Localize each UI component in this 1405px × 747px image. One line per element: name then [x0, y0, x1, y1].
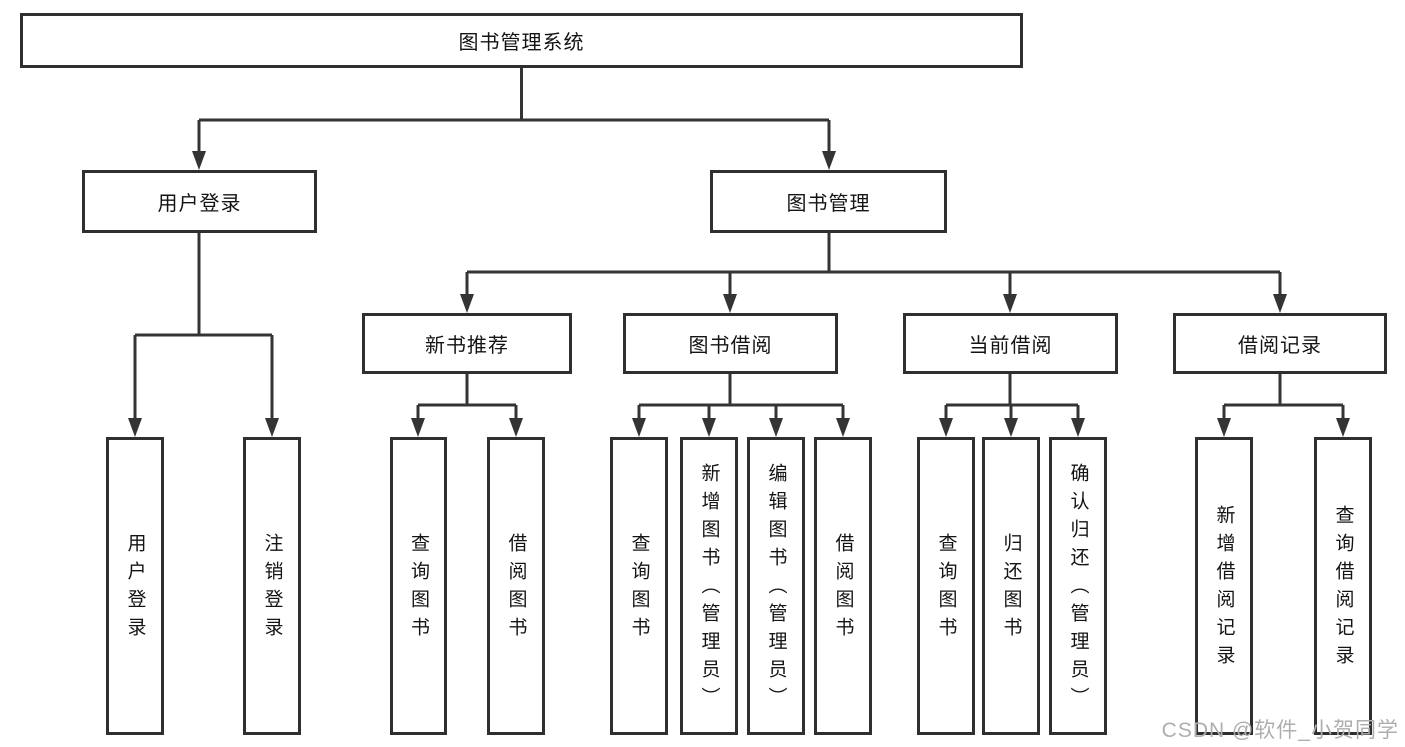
- leaf-add-books-admin: 新增图书（管理员）: [680, 437, 738, 735]
- connector-paths: [133, 68, 1345, 420]
- node-new-book-recommendation: 新书推荐: [362, 313, 572, 374]
- node-book-borrowing: 图书借阅: [623, 313, 838, 374]
- leaf-query-books-newbook: 查询图书: [390, 437, 447, 735]
- node-library-management-system: 图书管理系统: [20, 13, 1023, 68]
- node-borrowing-records: 借阅记录: [1173, 313, 1387, 374]
- leaf-user-login: 用户登录: [106, 437, 164, 735]
- leaf-borrow-books-newbook: 借阅图书: [487, 437, 545, 735]
- leaf-query-books-current: 查询图书: [917, 437, 975, 735]
- node-book-management: 图书管理: [710, 170, 947, 233]
- leaf-borrow-books-borrowing: 借阅图书: [814, 437, 872, 735]
- leaf-return-books: 归还图书: [982, 437, 1040, 735]
- leaf-add-borrow-record: 新增借阅记录: [1195, 437, 1253, 735]
- leaf-edit-books-admin: 编辑图书（管理员）: [747, 437, 805, 735]
- leaf-confirm-return-admin: 确认归还（管理员）: [1049, 437, 1107, 735]
- leaf-query-books-borrowing: 查询图书: [610, 437, 668, 735]
- node-user-login: 用户登录: [82, 170, 317, 233]
- connector-arrowheads: [128, 151, 1350, 437]
- leaf-query-borrow-record: 查询借阅记录: [1314, 437, 1372, 735]
- leaf-logout: 注销登录: [243, 437, 301, 735]
- node-current-borrowing: 当前借阅: [903, 313, 1118, 374]
